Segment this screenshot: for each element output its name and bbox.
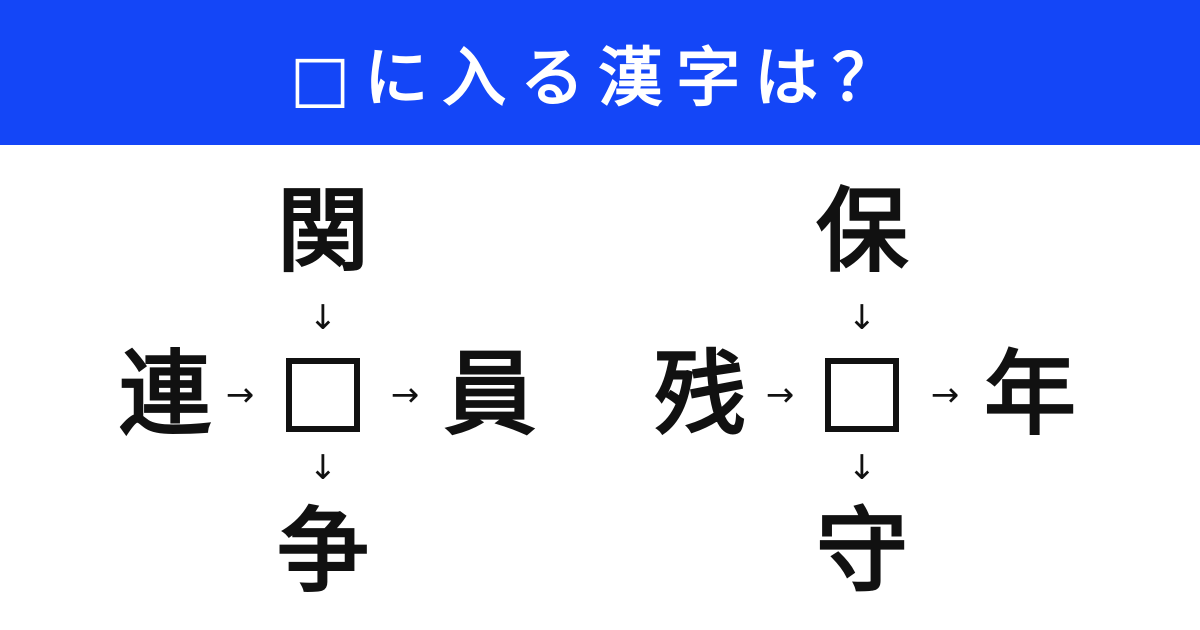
puzzle-1-right-kanji: 員 (443, 341, 536, 448)
header-banner: □に入る漢字は？ (0, 0, 1200, 145)
puzzle-2-blank-box (825, 358, 899, 432)
arrow-down-icon: ↓ (308, 448, 338, 488)
arrow-down-icon: ↓ (847, 448, 877, 488)
puzzle-2-top-kanji: 保 (815, 178, 908, 285)
puzzle-1-left-kanji: 連 (118, 341, 211, 448)
arrow-right-icon: → (765, 375, 795, 415)
arrow-right-icon: → (930, 375, 960, 415)
puzzle-2-right-kanji: 年 (983, 341, 1076, 448)
puzzle-1-bottom-kanji: 争 (276, 498, 369, 605)
arrow-right-icon: → (225, 375, 255, 415)
page-title: □に入る漢字は？ (289, 41, 911, 116)
puzzle-1-blank-box (286, 358, 360, 432)
puzzle-2-bottom-kanji: 守 (815, 498, 908, 605)
arrow-down-icon: ↓ (847, 298, 877, 338)
puzzle-1-top-kanji: 関 (276, 178, 369, 285)
arrow-down-icon: ↓ (308, 298, 338, 338)
arrow-right-icon: → (390, 375, 420, 415)
puzzle-2-left-kanji: 残 (653, 341, 746, 448)
